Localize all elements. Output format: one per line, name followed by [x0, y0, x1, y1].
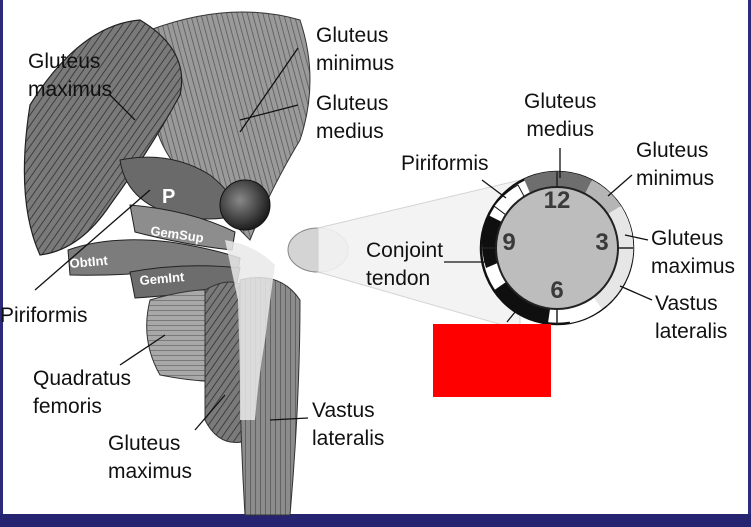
- conjoint-tendon-highlight: [225, 240, 275, 420]
- leader-quadratus-femoris: [119, 334, 166, 366]
- tag-obtint: ObtInt: [69, 253, 109, 271]
- tag-gemsup: GemSup: [150, 223, 205, 245]
- bottom-bar: [0, 514, 751, 527]
- clock-dial: [479, 170, 635, 326]
- label-dial-piriformis: Piriformis: [401, 152, 489, 175]
- gluteus-medius-muscle: [147, 11, 311, 241]
- gemellus-superior-muscle: [129, 204, 236, 251]
- leader-dial-gluteus-minimus: [607, 174, 633, 197]
- leader-piriformis: [34, 189, 151, 291]
- numeral-3: 3: [595, 229, 608, 256]
- leader-gluteus-maximus-bottom: [194, 394, 226, 431]
- femoral-head: [219, 179, 271, 231]
- ring-gluteus-maximus: [593, 206, 634, 309]
- left-border: [0, 0, 3, 527]
- leader-dial-redacted: [506, 305, 521, 323]
- ring-gluteus-minimus: [585, 180, 621, 214]
- leader-dial-piriformis: [481, 179, 507, 199]
- gluteus-maximus-flap: [23, 19, 183, 256]
- numeral-9: 9: [502, 229, 515, 256]
- leader-vastus-lateralis: [269, 417, 309, 421]
- leader-dial-vastus-lateralis: [619, 285, 653, 301]
- leader-gluteus-medius: [239, 104, 299, 121]
- leader-gluteus-maximus-top: [109, 94, 136, 121]
- numeral-6: 6: [550, 277, 563, 304]
- ring-conjoint-tendon: [493, 282, 550, 323]
- redaction-box: [433, 324, 551, 397]
- tag-gemint: GemInt: [139, 269, 186, 288]
- right-border: [748, 0, 751, 527]
- ring-vastus-lateralis: [567, 297, 602, 323]
- tag-p: P: [162, 186, 175, 208]
- leader-dial-gluteus-maximus: [624, 234, 649, 241]
- numeral-12: 12: [544, 187, 571, 214]
- label-piriformis: Piriformis: [0, 304, 88, 327]
